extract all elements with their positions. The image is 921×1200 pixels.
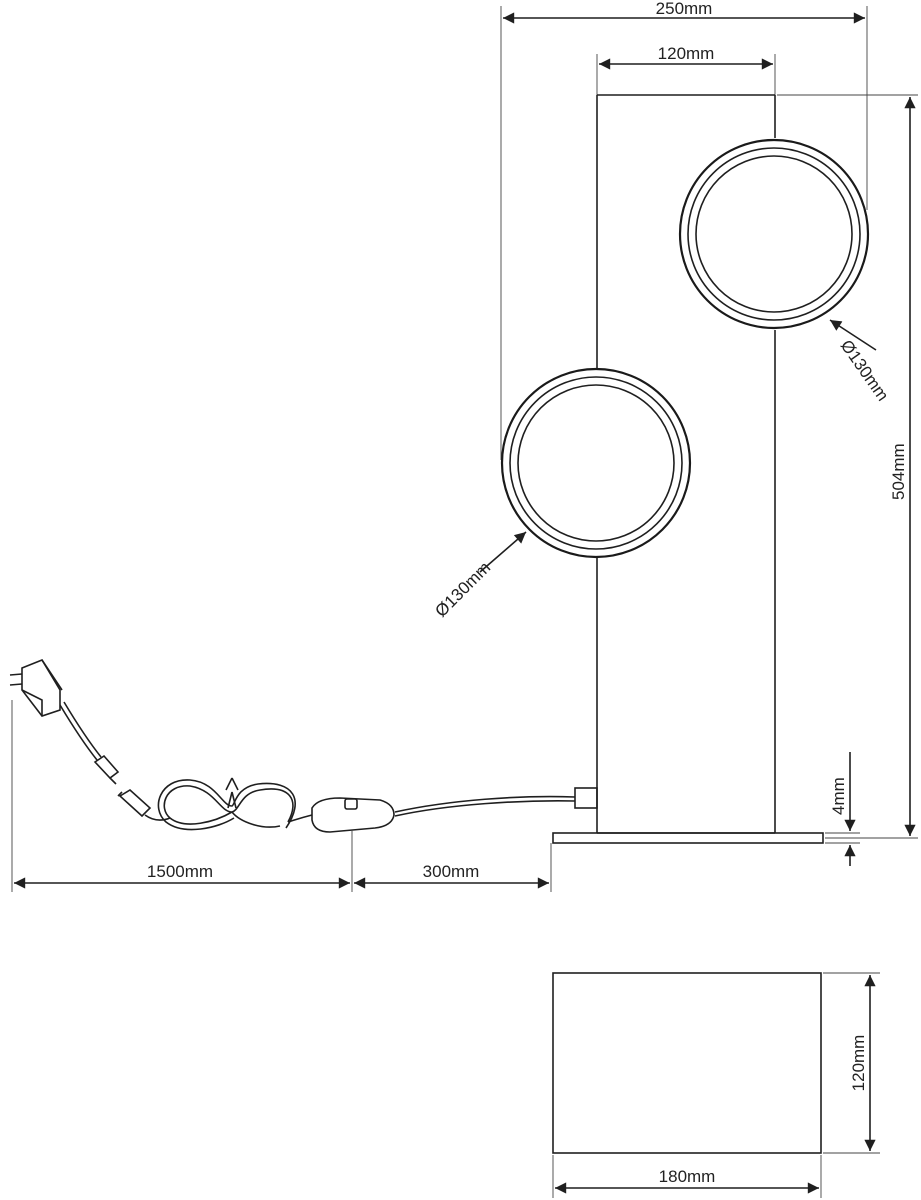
base-thickness-label: 4mm	[829, 777, 848, 815]
power-cable	[9, 659, 576, 833]
ring-upper	[678, 138, 870, 330]
dim-ring-upper: Ø130mm	[829, 319, 893, 405]
base-plate	[552, 832, 824, 844]
cable-exit	[574, 787, 598, 809]
dim-cable-length: 1500mm	[11, 700, 552, 892]
power-adapter	[9, 659, 63, 717]
base-depth-label: 120mm	[849, 1035, 868, 1092]
column-width-label: 120mm	[658, 44, 715, 63]
dim-height: 504mm	[777, 94, 918, 839]
dc-connector	[93, 754, 152, 818]
dim-column-width: 120mm	[596, 44, 776, 95]
dim-switch-distance: 300mm	[354, 862, 550, 889]
height-label: 504mm	[889, 443, 908, 500]
ring-lower	[500, 367, 692, 559]
ring-lower-diameter-label: Ø130mm	[431, 558, 494, 621]
lamp-front-view	[500, 94, 870, 844]
total-width-label: 250mm	[656, 0, 713, 18]
ring-upper-diameter-label: Ø130mm	[837, 336, 893, 404]
cable-length-label: 1500mm	[147, 862, 213, 881]
switch-distance-label: 300mm	[423, 862, 480, 881]
dim-base-thickness: 4mm	[825, 752, 860, 866]
dim-ring-lower: Ø130mm	[431, 531, 527, 621]
dim-base-depth: 120mm	[823, 972, 880, 1154]
base-top-view	[552, 972, 822, 1154]
base-width-label: 180mm	[659, 1167, 716, 1186]
inline-switch	[311, 797, 395, 833]
dim-base-width: 180mm	[552, 1155, 822, 1198]
dim-total-width: 250mm	[500, 0, 868, 460]
